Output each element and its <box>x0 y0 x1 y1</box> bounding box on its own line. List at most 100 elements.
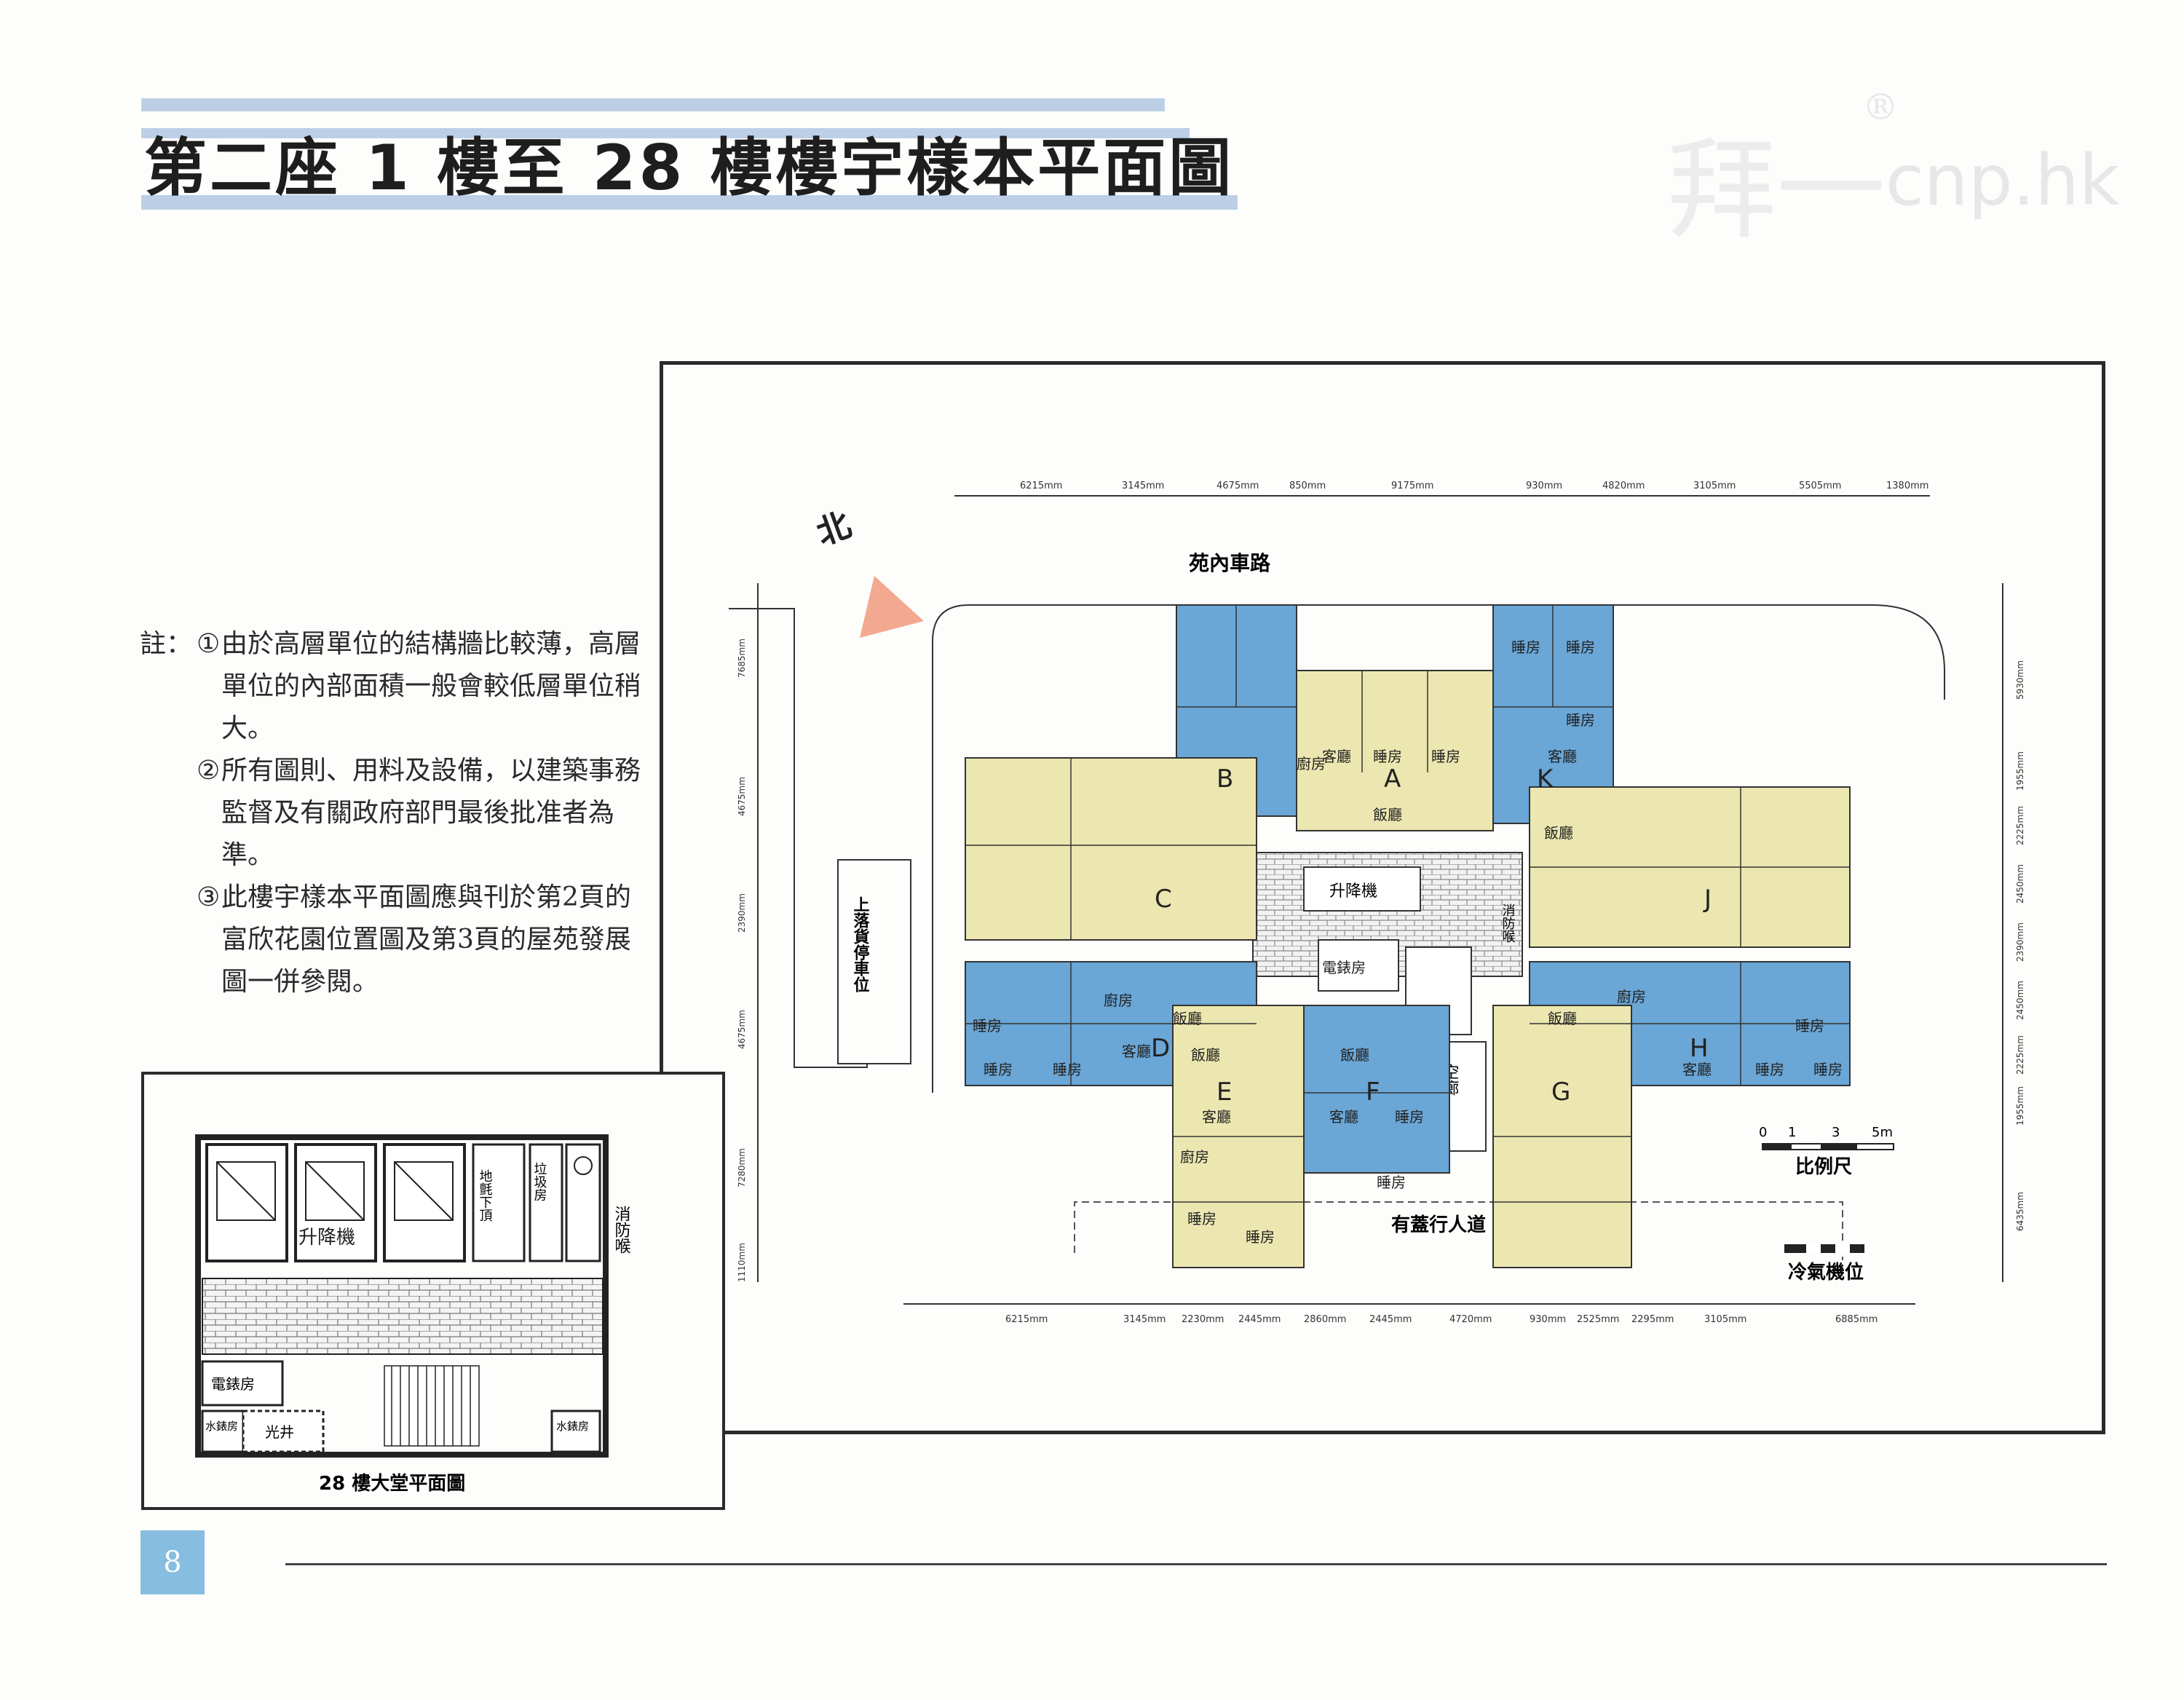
dimension-lines <box>757 495 2003 1305</box>
dim-right: 2225mm <box>2015 806 2025 845</box>
notes-block: 註： ① 由於高層單位的結構牆比較薄，高層單位的內部面積一般會較低層單位稍大。 … <box>140 623 642 1003</box>
dim-top: 3145mm <box>1122 481 1164 491</box>
hose-reel-label: 消防喉 <box>1500 904 1516 943</box>
lobby-water-label-2: 水錶房 <box>556 1420 589 1433</box>
scale-tick: 5m <box>1872 1125 1893 1140</box>
dim-right: 1955mm <box>2015 751 2025 791</box>
room-label-dining: 飯廳 <box>1340 1046 1369 1064</box>
lift-shafts <box>205 1143 466 1262</box>
note-mark: ③ <box>197 882 221 912</box>
lobby-caption: 28 樓大堂平面圖 <box>319 1472 465 1495</box>
dim-left: 7280mm <box>737 1148 747 1187</box>
dim-left: 2390mm <box>737 893 747 933</box>
dim-right: 2450mm <box>2015 864 2025 904</box>
dim-left: 4675mm <box>737 777 747 816</box>
unit-c <box>965 757 1257 941</box>
note-text: 所有圖則、用料及設備，以建築事務監督及有關政府部門最後批准者為準。 <box>221 756 641 870</box>
room-label-bed: 睡房 <box>1795 1017 1824 1035</box>
dim-bottom: 3145mm <box>1123 1314 1166 1325</box>
room-label-bed: 睡房 <box>1566 639 1595 656</box>
lobby-gas-label: 地氈下頂 <box>478 1169 493 1222</box>
lobby-lift-label: 升降機 <box>298 1227 355 1249</box>
dim-top: 850mm <box>1289 481 1326 491</box>
notes-lead: 註： <box>140 629 193 659</box>
lobby-plan: 升降機 地氈下頂 垃圾房 消防喉 電錶房 水錶房 光井 水錶房 28 樓大堂平面… <box>195 1134 631 1495</box>
room-label-bed: 睡房 <box>1755 1061 1784 1078</box>
unit-f <box>1303 1005 1450 1174</box>
scale-tick: 3 <box>1832 1125 1840 1140</box>
dim-bottom: 2230mm <box>1182 1314 1224 1325</box>
room-label-kitchen: 廚房 <box>1180 1148 1209 1166</box>
room-partitions <box>965 605 1850 1203</box>
dim-bottom: 930mm <box>1530 1314 1566 1325</box>
dim-bottom: 2295mm <box>1631 1314 1674 1325</box>
dim-bottom: 3105mm <box>1704 1314 1746 1325</box>
room-label-living: 客廳 <box>1122 1043 1151 1060</box>
core-service-rooms <box>1318 939 1399 992</box>
room-label-bed: 睡房 <box>1246 1228 1275 1246</box>
page-number: 8 <box>141 1530 205 1594</box>
room-label-bed: 睡房 <box>984 1061 1013 1078</box>
header-stripe-top <box>141 98 1165 111</box>
scale-tick: 0 <box>1759 1125 1767 1140</box>
hose-reel-icon <box>574 1156 593 1175</box>
dim-right: 2450mm <box>2015 981 2025 1020</box>
floor-plan: 6215mm 3145mm 4675mm 850mm 9175mm 930mm … <box>729 481 2025 1325</box>
room-label-bed: 睡房 <box>1431 748 1460 765</box>
dim-bottom: 6215mm <box>1005 1314 1048 1325</box>
note-item-2: ② 所有圖則、用料及設備，以建築事務監督及有關政府部門最後批准者為準。 <box>140 750 642 877</box>
loading-bay-label: 上落貨停車位 <box>851 896 870 992</box>
room-label-bed: 睡房 <box>1187 1210 1216 1227</box>
dim-right: 1955mm <box>2015 1086 2025 1126</box>
dim-bottom: 2525mm <box>1577 1314 1619 1325</box>
room-label-bed: 睡房 <box>1395 1108 1424 1126</box>
watermark-text: cnp.hk <box>1886 140 2120 221</box>
dim-bottom: 2445mm <box>1238 1314 1281 1325</box>
top-dimension-labels: 6215mm 3145mm 4675mm 850mm 9175mm 930mm … <box>1020 481 1928 491</box>
note-text: 由於高層單位的結構牆比較薄，高層單位的內部面積一般會較低層單位稍大。 <box>221 629 641 743</box>
dim-top: 5505mm <box>1799 481 1841 491</box>
scale-bar: 0 1 3 5m 比例尺 <box>1759 1125 1894 1178</box>
note-mark: ① <box>197 629 221 659</box>
unit-label-c: C <box>1155 885 1172 914</box>
lift-label: 升降機 <box>1329 882 1377 901</box>
dim-right: 2390mm <box>2015 922 2025 962</box>
dim-top: 4820mm <box>1602 481 1645 491</box>
lobby-plan-frame: 升降機 地氈下頂 垃圾房 消防喉 電錶房 水錶房 光井 水錶房 28 樓大堂平面… <box>141 1072 725 1510</box>
dim-right: 2225mm <box>2015 1035 2025 1075</box>
unit-label-d: D <box>1151 1034 1170 1063</box>
note-mark: ② <box>197 756 221 786</box>
ac-label: 冷氣機位 <box>1788 1261 1864 1284</box>
unit-labels: B A K C J D H E F G <box>1151 764 1712 1107</box>
room-label-bed: 睡房 <box>1813 1061 1843 1078</box>
floor-plan-frame: 6215mm 3145mm 4675mm 850mm 9175mm 930mm … <box>660 361 2105 1434</box>
lift-lobby <box>1303 866 1421 912</box>
unit-label-k: K <box>1537 764 1554 794</box>
room-label-bed: 睡房 <box>1053 1061 1082 1078</box>
unit-label-j: J <box>1703 885 1712 914</box>
lobby-staircase <box>384 1365 480 1447</box>
header-stripe-mid <box>141 128 1190 138</box>
dim-right: 6435mm <box>2015 1192 2025 1231</box>
ac-legend: 冷氣機位 <box>1784 1244 1864 1284</box>
room-label-dining: 飯廳 <box>1544 824 1573 842</box>
dim-top: 6215mm <box>1020 481 1062 491</box>
dim-bottom: 4720mm <box>1449 1314 1492 1325</box>
lobby-refuse-label: 垃圾房 <box>532 1162 547 1201</box>
watermark-logo: 拜一 <box>1667 127 1886 254</box>
room-label-dining: 飯廳 <box>1173 1010 1202 1027</box>
room-label-living: 客廳 <box>1329 1108 1358 1126</box>
unit-a <box>1296 670 1494 831</box>
room-label-bed: 睡房 <box>1511 639 1540 656</box>
room-label-kitchen: 廚房 <box>1297 755 1326 772</box>
room-label-living: 客廳 <box>1322 748 1351 765</box>
dim-bottom: 2445mm <box>1369 1314 1412 1325</box>
unit-label-e: E <box>1216 1078 1232 1107</box>
header-stripe-bottom <box>141 195 1238 210</box>
room-label-bed: 睡房 <box>1377 1174 1406 1191</box>
north-arrow-icon <box>860 576 924 638</box>
dim-top: 4675mm <box>1216 481 1259 491</box>
room-label-dining: 飯廳 <box>1548 1010 1577 1027</box>
unit-label-h: H <box>1690 1034 1709 1063</box>
note-item-3: ③ 此樓宇樣本平面圖應與刊於第2頁的富欣花園位置圖及第3頁的屋苑發展圖一併參閱。 <box>140 877 642 1003</box>
